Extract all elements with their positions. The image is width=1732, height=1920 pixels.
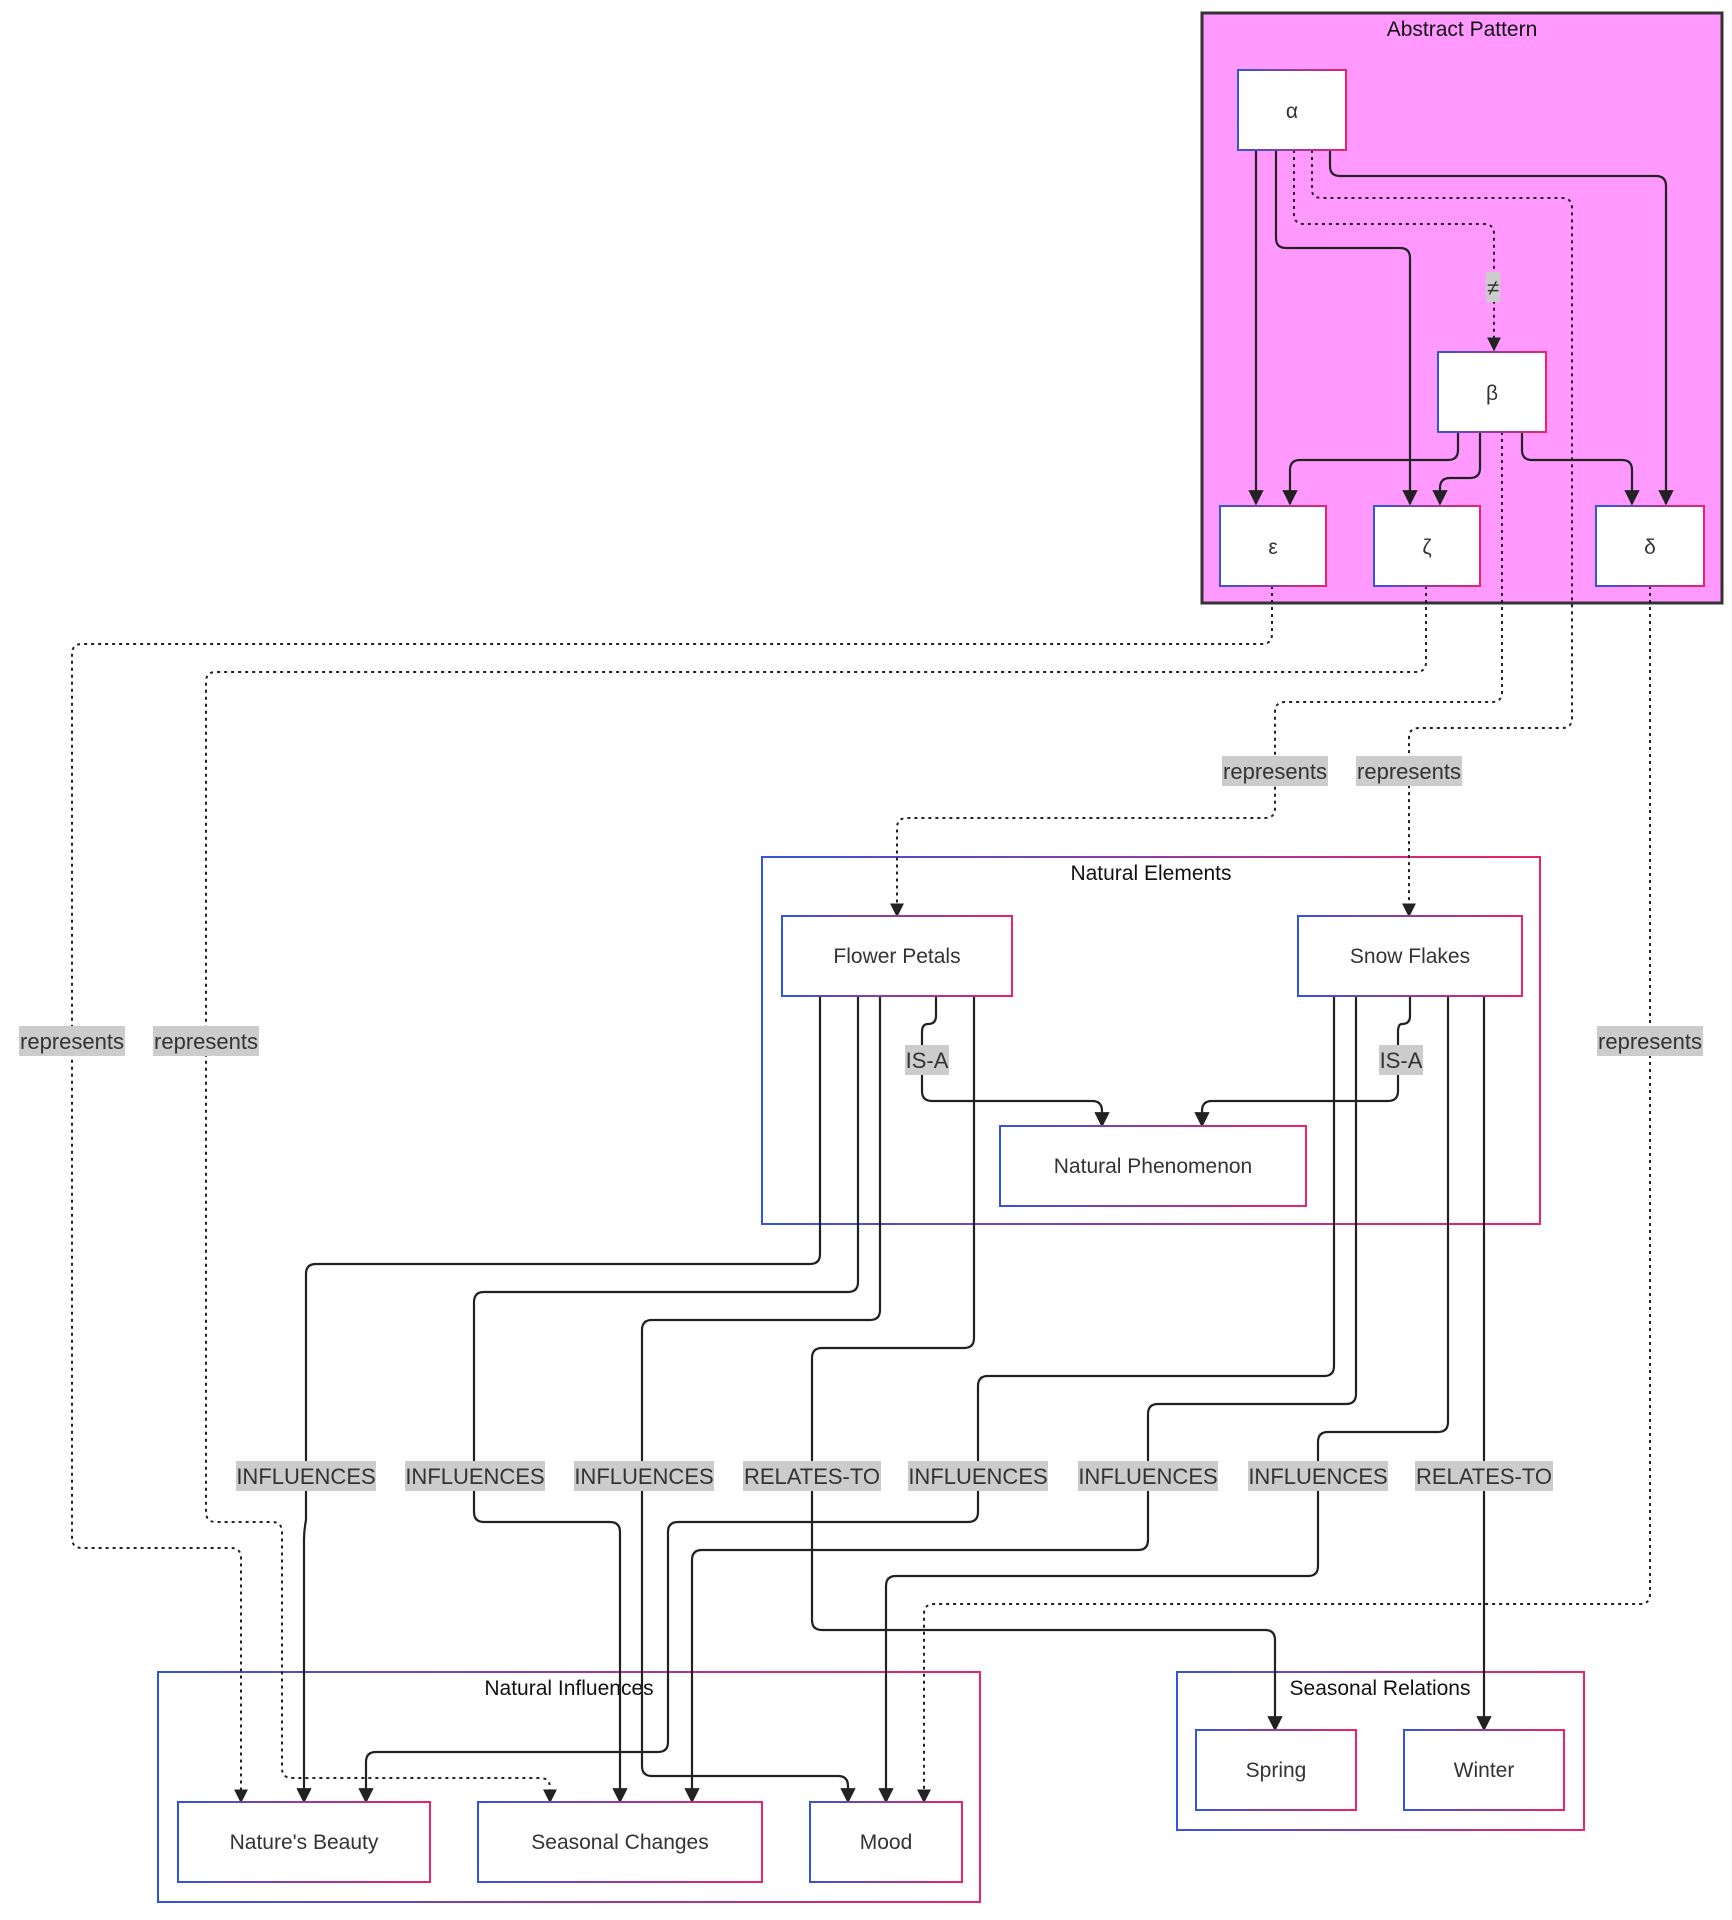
edge-labels: ≠ represents represents represents repre… xyxy=(19,272,1703,1491)
edge-label-neq: ≠ xyxy=(1486,272,1500,302)
edge-label-influences-3: INFLUENCES xyxy=(574,1461,714,1491)
node-natural-phenomenon-label: Natural Phenomenon xyxy=(1054,1155,1252,1178)
node-delta[interactable]: δ xyxy=(1595,505,1705,587)
edge-label-represents-zeta-text: represents xyxy=(154,1029,258,1054)
group-title-seasonal-relations: Seasonal Relations xyxy=(1290,1677,1471,1700)
node-spring[interactable]: Spring xyxy=(1195,1729,1357,1811)
node-zeta[interactable]: ζ xyxy=(1373,505,1481,587)
edge-label-influences-6: INFLUENCES xyxy=(1248,1461,1388,1491)
edge-beta-epsilon xyxy=(1282,432,1460,506)
node-delta-label: δ xyxy=(1644,536,1656,559)
edge-label-influences-2: INFLUENCES xyxy=(405,1461,545,1491)
edge-label-influences-5: INFLUENCES xyxy=(1078,1461,1218,1491)
edge-alpha-delta xyxy=(1328,150,1674,506)
edge-label-neq-text: ≠ xyxy=(1487,275,1499,300)
edge-label-represents-delta-text: represents xyxy=(1598,1029,1702,1054)
edge-flower-petals-phenomenon xyxy=(920,996,1110,1128)
node-flower-petals[interactable]: Flower Petals xyxy=(781,915,1013,997)
node-epsilon[interactable]: ε xyxy=(1219,505,1327,587)
edge-label-influences-5-text: INFLUENCES xyxy=(1078,1464,1217,1489)
node-spring-label: Spring xyxy=(1246,1759,1307,1782)
edge-label-influences-1: INFLUENCES xyxy=(236,1461,376,1491)
edge-snow-flakes-natures-beauty xyxy=(358,996,1336,1804)
edge-flower-petals-natures-beauty xyxy=(296,996,822,1804)
edge-beta-delta xyxy=(1520,432,1640,506)
edge-label-relates-to-2: RELATES-TO xyxy=(1415,1461,1553,1491)
edge-flower-petals-seasonal-changes xyxy=(472,996,860,1804)
node-alpha[interactable]: α xyxy=(1237,69,1347,151)
node-seasonal-changes[interactable]: Seasonal Changes xyxy=(477,1801,763,1883)
node-beta[interactable]: β xyxy=(1437,351,1547,433)
edge-epsilon-natures-beauty xyxy=(71,586,1273,1804)
edge-label-represents-epsilon-text: represents xyxy=(20,1029,124,1054)
edge-label-represents-beta: represents xyxy=(1222,756,1328,786)
edge-label-is-a-snow-text: IS-A xyxy=(1380,1048,1423,1073)
edge-label-is-a-flower-text: IS-A xyxy=(906,1048,949,1073)
node-natural-phenomenon[interactable]: Natural Phenomenon xyxy=(999,1125,1307,1207)
edge-label-represents-epsilon: represents xyxy=(19,1026,125,1056)
edge-alpha-snow-flakes xyxy=(1311,150,1573,918)
node-snow-flakes[interactable]: Snow Flakes xyxy=(1297,915,1523,997)
node-epsilon-label: ε xyxy=(1268,536,1277,559)
edge-snow-flakes-mood xyxy=(878,996,1450,1804)
edge-label-influences-3-text: INFLUENCES xyxy=(574,1464,713,1489)
edge-label-represents-delta: represents xyxy=(1597,1026,1703,1056)
edge-flower-petals-mood xyxy=(640,996,882,1804)
edge-label-influences-4-text: INFLUENCES xyxy=(908,1464,1047,1489)
node-seasonal-changes-label: Seasonal Changes xyxy=(531,1831,708,1854)
edge-label-represents-zeta: represents xyxy=(153,1026,259,1056)
edge-label-represents-alpha-text: represents xyxy=(1357,759,1461,784)
edge-label-influences-6-text: INFLUENCES xyxy=(1248,1464,1387,1489)
edge-label-relates-to-1-text: RELATES-TO xyxy=(744,1464,880,1489)
node-winter[interactable]: Winter xyxy=(1403,1729,1565,1811)
edge-alpha-zeta xyxy=(1274,150,1418,506)
edge-beta-zeta xyxy=(1432,432,1482,506)
edge-snow-flakes-phenomenon xyxy=(1194,996,1412,1128)
edge-label-represents-beta-text: represents xyxy=(1223,759,1327,784)
node-zeta-label: ζ xyxy=(1422,536,1431,559)
edge-alpha-beta xyxy=(1293,150,1501,352)
edge-label-influences-1-text: INFLUENCES xyxy=(236,1464,375,1489)
node-winter-label: Winter xyxy=(1454,1759,1515,1782)
edge-label-influences-4: INFLUENCES xyxy=(908,1461,1048,1491)
edge-label-relates-to-2-text: RELATES-TO xyxy=(1416,1464,1552,1489)
node-natures-beauty[interactable]: Nature's Beauty xyxy=(177,1801,431,1883)
edge-label-is-a-flower: IS-A xyxy=(905,1045,949,1075)
edge-label-is-a-snow: IS-A xyxy=(1379,1045,1423,1075)
edge-label-represents-alpha: represents xyxy=(1356,756,1462,786)
group-title-abstract-pattern: Abstract Pattern xyxy=(1387,18,1538,41)
node-flower-petals-label: Flower Petals xyxy=(833,945,960,968)
edge-label-influences-2-text: INFLUENCES xyxy=(405,1464,544,1489)
group-title-natural-elements: Natural Elements xyxy=(1070,862,1231,885)
node-mood[interactable]: Mood xyxy=(809,1801,963,1883)
node-natures-beauty-label: Nature's Beauty xyxy=(230,1831,379,1854)
edge-label-relates-to-1: RELATES-TO xyxy=(743,1461,881,1491)
node-mood-label: Mood xyxy=(860,1831,913,1854)
group-title-natural-influences: Natural Influences xyxy=(484,1677,653,1700)
node-beta-label: β xyxy=(1486,382,1498,405)
node-alpha-label: α xyxy=(1286,100,1298,123)
node-snow-flakes-label: Snow Flakes xyxy=(1350,945,1470,968)
nodes: α β ε ζ δ Flower Petals Snow Flakes Nat xyxy=(177,69,1705,1883)
